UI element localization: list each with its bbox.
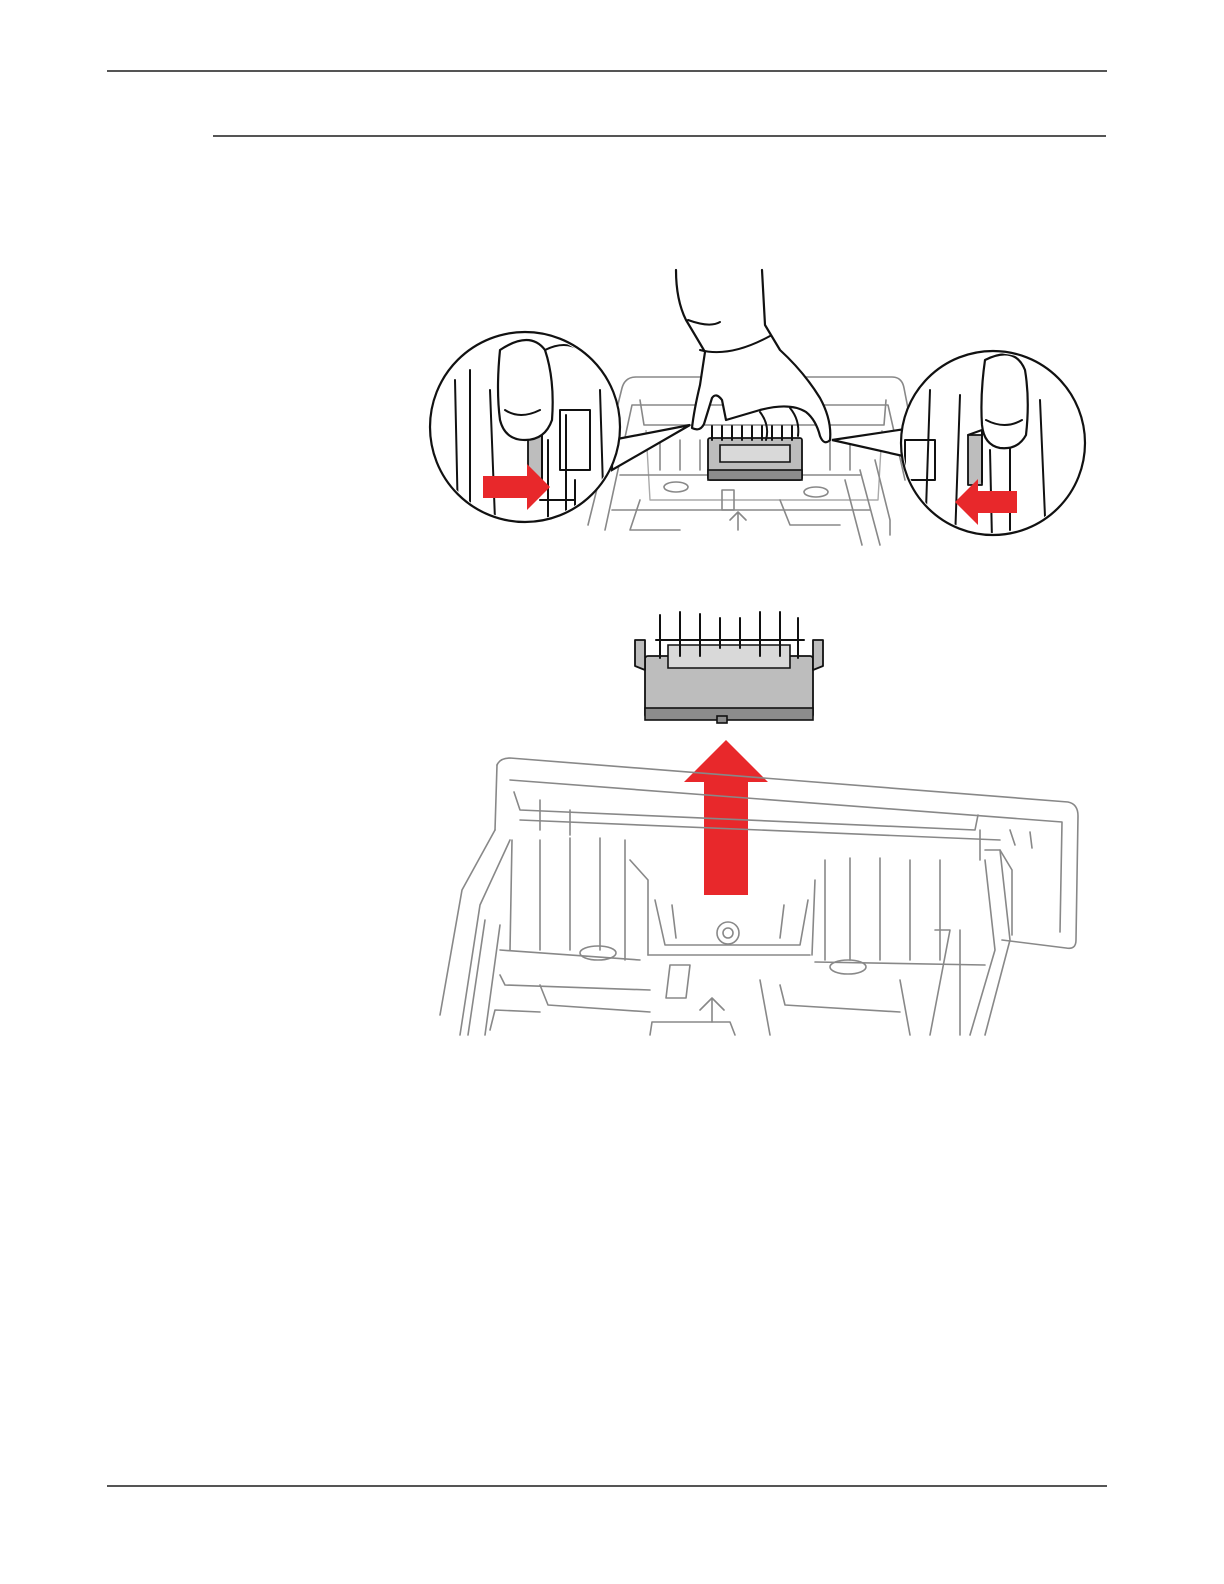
callout-pointer-left	[612, 425, 690, 470]
tray-body	[440, 758, 1078, 1035]
figure-lift-out-pad	[440, 612, 1078, 1035]
hand-icon	[676, 270, 830, 442]
figure-release-latches	[430, 270, 1085, 545]
separator-pad-part	[635, 612, 823, 723]
latch-zoom-right	[901, 351, 1085, 540]
latch-zoom-left	[430, 332, 620, 522]
separator-pad-installed	[708, 426, 802, 480]
